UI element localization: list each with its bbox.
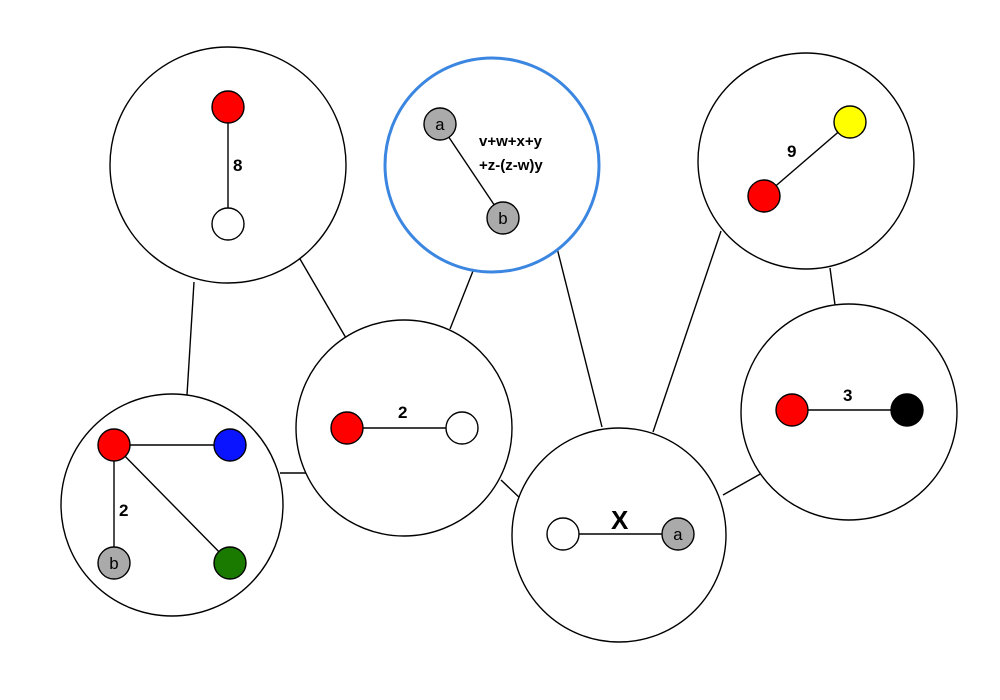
edge-label: 9: [787, 142, 796, 161]
cluster-circle: [697, 52, 915, 270]
cluster-c4: 2 b: [60, 393, 284, 617]
node-green: [213, 546, 247, 580]
cluster-c3: 9: [697, 52, 915, 270]
edge-label-line-1: v+w+x+y: [479, 133, 543, 150]
node-text-a: a: [435, 117, 445, 136]
link-c3-c7: [829, 267, 836, 306]
node-blue: [213, 428, 247, 462]
node-red: [211, 90, 245, 124]
cluster-circle: [60, 393, 284, 617]
link-c3-c6: [652, 230, 722, 433]
cluster-c5: 2: [295, 319, 513, 537]
node-gray-b: [97, 546, 131, 580]
cluster-circle: [511, 427, 727, 643]
edge-label: 8: [233, 156, 242, 175]
node-gray-a: [661, 517, 695, 551]
cluster-c2: v+w+x+y +z-(z-w)y a b: [383, 56, 601, 274]
edge-label-line-2: +z-(z-w)y: [479, 157, 543, 174]
node-white: [211, 207, 245, 241]
cluster-c6: X a: [511, 427, 727, 643]
edge: [439, 123, 504, 219]
node-white: [546, 517, 580, 551]
link-c1-c4: [186, 281, 195, 396]
node-white: [445, 411, 479, 445]
cluster-c1: 8: [109, 46, 347, 284]
cluster-links: [186, 230, 836, 501]
node-red: [775, 393, 809, 427]
node-red: [747, 179, 781, 213]
edge-label: 2: [398, 403, 407, 422]
node-gray-a: [423, 107, 457, 141]
node-text-b: b: [498, 211, 508, 230]
edge: [763, 121, 851, 197]
edge-label: X: [611, 505, 629, 535]
node-black: [890, 393, 924, 427]
node-red: [97, 428, 131, 462]
cluster-circle: [740, 303, 958, 521]
link-c6-c7: [722, 472, 763, 496]
edge: [113, 444, 231, 564]
link-c1-c5: [299, 258, 347, 339]
node-red: [330, 411, 364, 445]
edge-label: 2: [119, 501, 128, 520]
node-yellow: [833, 105, 867, 139]
node-text-a: a: [673, 527, 683, 546]
cluster-c7: 3: [740, 303, 958, 521]
link-c2-c6: [555, 243, 603, 428]
link-c2-c5: [449, 270, 474, 330]
edge-label: 3: [843, 386, 852, 405]
node-gray-b: [486, 201, 520, 235]
node-text-b: b: [109, 556, 119, 575]
